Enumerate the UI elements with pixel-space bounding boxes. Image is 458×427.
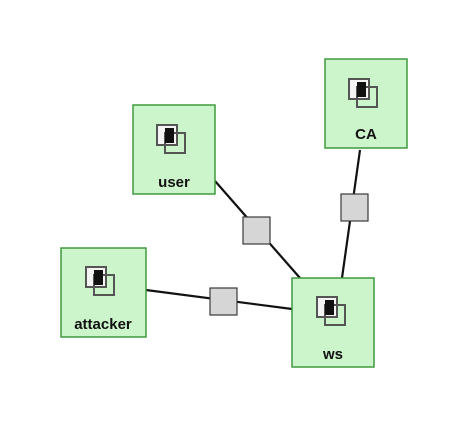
link-connector[interactable] xyxy=(209,287,238,316)
node-box[interactable] xyxy=(291,277,375,368)
link-connector[interactable] xyxy=(340,193,369,222)
node-ca[interactable]: CA xyxy=(324,58,408,149)
node-ws[interactable]: ws xyxy=(291,277,375,368)
link-connector[interactable] xyxy=(242,216,271,245)
node-user[interactable]: user xyxy=(132,104,216,195)
node-label: attacker xyxy=(74,316,132,333)
node-label: CA xyxy=(355,126,377,143)
node-box[interactable] xyxy=(324,58,408,149)
node-box[interactable] xyxy=(132,104,216,195)
node-label: ws xyxy=(322,346,343,363)
node-box[interactable] xyxy=(60,247,147,338)
node-attacker[interactable]: attacker xyxy=(60,247,147,338)
node-label: user xyxy=(158,174,190,191)
